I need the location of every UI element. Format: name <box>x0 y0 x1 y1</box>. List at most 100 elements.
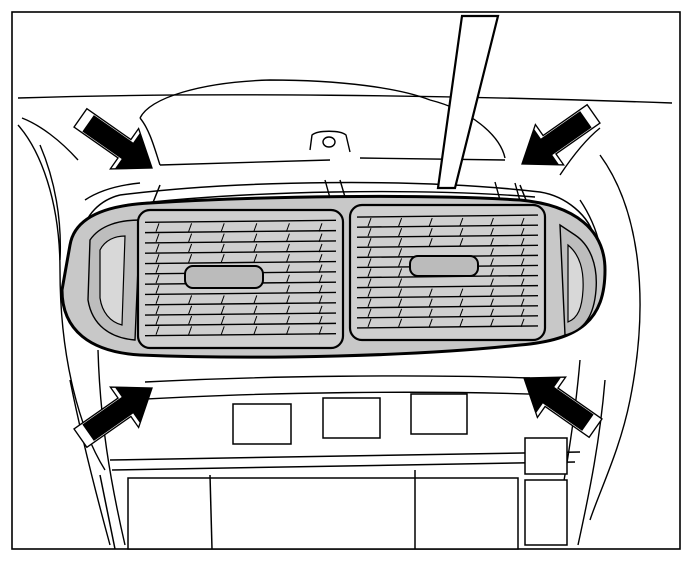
louver-tick <box>367 308 372 318</box>
louver-tick <box>155 305 160 315</box>
louver-slat <box>356 214 539 218</box>
louver-tick <box>285 284 290 294</box>
louver-tick <box>220 326 225 335</box>
louver-tick <box>428 238 433 247</box>
louver-tick <box>428 288 433 297</box>
switch-left <box>232 403 292 445</box>
louver-tick <box>155 264 160 274</box>
louver-tick <box>459 318 464 328</box>
louver-tick <box>155 243 160 253</box>
louver-slat <box>144 219 337 224</box>
direction-arrows <box>73 103 603 449</box>
louver-tick <box>220 223 225 232</box>
switch-right <box>410 393 468 435</box>
louver-tick <box>220 315 225 325</box>
louver-tick <box>155 223 160 232</box>
louver-tick <box>285 326 290 335</box>
louver-tick <box>188 326 193 335</box>
louver-tick <box>428 227 433 237</box>
louver-tick <box>489 227 494 237</box>
louver-slat <box>356 294 539 299</box>
left-louver-knob <box>184 265 264 289</box>
louver-tick <box>220 243 225 253</box>
louver-tick <box>285 223 290 232</box>
louver-tick <box>155 315 160 325</box>
louver-slat <box>144 229 337 234</box>
louver-slat <box>356 244 539 249</box>
louver-slat <box>144 322 337 327</box>
louver-tick <box>367 227 372 237</box>
louver-tick <box>188 295 193 304</box>
louver-tick <box>489 288 494 297</box>
louver-slat <box>356 224 539 228</box>
louver-tick <box>489 308 494 318</box>
louver-tick <box>398 227 403 237</box>
louver-tick <box>428 217 433 227</box>
louver-tick <box>285 305 290 315</box>
louver-tick <box>489 248 494 257</box>
louver-tick <box>398 248 403 257</box>
arrow-icon-top-right <box>521 103 601 166</box>
louver-tick <box>155 254 160 263</box>
dashboard-top-edge <box>17 94 673 104</box>
dashboard-lower-lines <box>129 375 561 401</box>
louver-tick <box>220 233 225 243</box>
louver-tick <box>489 217 494 227</box>
louver-slat <box>144 260 337 265</box>
arrow-icon-bottom-left <box>73 386 153 449</box>
louver-slat <box>144 312 337 316</box>
louver-slat <box>356 305 539 309</box>
head-unit-panel <box>99 437 581 550</box>
louver-tick <box>398 278 403 287</box>
louver-tick <box>188 315 193 325</box>
louver-tick <box>398 258 403 267</box>
louver-tick <box>459 308 464 318</box>
right-louver-knob <box>409 255 479 277</box>
louver-tick <box>489 268 494 277</box>
louver-tick <box>155 326 160 335</box>
louver-tick <box>253 315 258 325</box>
louver-tick <box>489 238 494 247</box>
louver-tick <box>220 254 225 263</box>
louver-tick <box>398 298 403 307</box>
louver-tick <box>155 295 160 304</box>
louver-tick <box>253 295 258 304</box>
louver-slat <box>144 240 337 244</box>
side-button-upper <box>524 437 568 475</box>
louver-tick <box>398 268 403 277</box>
louver-tick <box>367 278 372 287</box>
louver-tick <box>285 233 290 243</box>
louver-tick <box>220 295 225 304</box>
louver-slat <box>356 325 539 329</box>
louver-tick <box>428 298 433 307</box>
side-button-lower <box>524 479 568 546</box>
louver-tick <box>285 264 290 274</box>
louver-tick <box>489 318 494 328</box>
louver-tick <box>398 217 403 227</box>
louver-tick <box>398 238 403 247</box>
louver-tick <box>285 243 290 253</box>
louver-tick <box>253 326 258 335</box>
louver-tick <box>459 217 464 227</box>
arrow-icon-top-left <box>73 107 153 170</box>
louver-tick <box>155 233 160 243</box>
louver-tick <box>155 284 160 294</box>
louver-tick <box>459 288 464 297</box>
louver-tick <box>489 258 494 267</box>
louver-tick <box>285 315 290 325</box>
louver-tick <box>367 288 372 297</box>
center-clip <box>309 130 351 153</box>
louver-tick <box>253 233 258 243</box>
right-louver-grille <box>348 203 547 342</box>
louver-slat <box>144 250 337 254</box>
louver-tick <box>253 254 258 263</box>
louver-tick <box>188 305 193 315</box>
louver-tick <box>459 298 464 307</box>
louver-tick <box>367 217 372 227</box>
louver-tick <box>367 268 372 277</box>
louver-tick <box>489 278 494 287</box>
control-switches <box>232 393 468 445</box>
louver-tick <box>253 223 258 232</box>
vent-top-rim <box>124 179 536 206</box>
